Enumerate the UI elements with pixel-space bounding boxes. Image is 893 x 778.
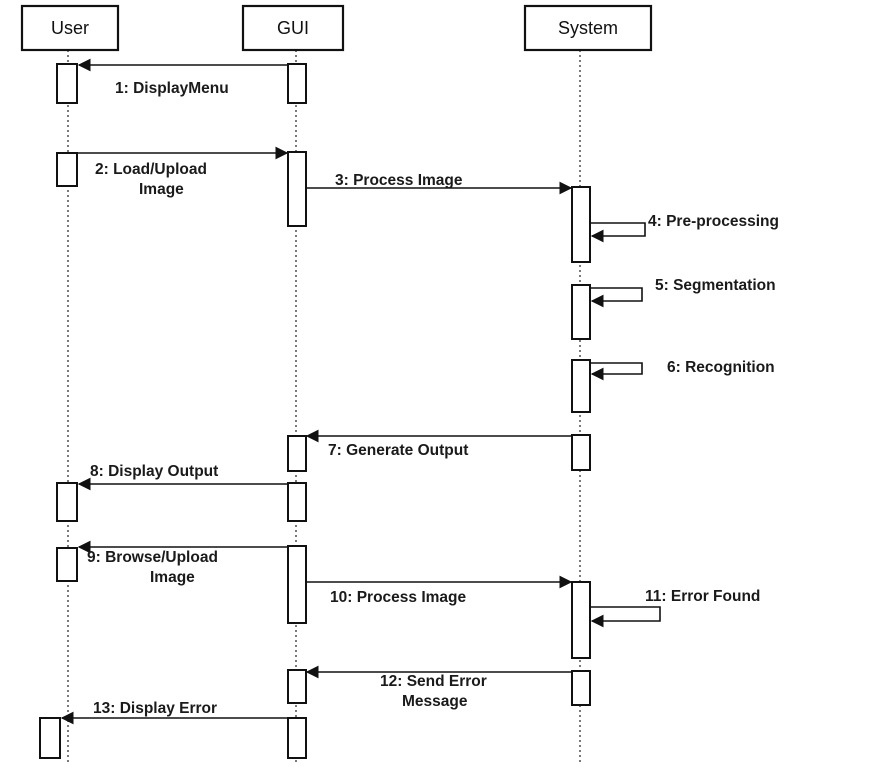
message-5: 5: Segmentation — [590, 277, 776, 308]
activation-system — [571, 284, 591, 340]
activation-gui — [287, 545, 307, 624]
message-1: 1: DisplayMenu — [77, 58, 288, 97]
activation-gui — [287, 435, 307, 472]
message-9: 9: Browse/Upload Image — [77, 540, 288, 586]
activation-gui — [287, 717, 307, 759]
activation-system — [571, 186, 591, 263]
message-11-label: 11: Error Found — [645, 588, 760, 605]
message-10: 10: Process Image — [306, 575, 573, 606]
actor-system: System — [523, 4, 653, 52]
message-9-label: 9: Browse/Upload Image — [87, 549, 222, 586]
message-3: 3: Process Image — [306, 172, 573, 195]
message-1-label: 1: DisplayMenu — [115, 80, 229, 97]
activation-user — [56, 482, 78, 522]
activation-gui — [287, 482, 307, 522]
message-6-label: 6: Recognition — [667, 359, 775, 376]
actor-user: User — [20, 4, 120, 52]
activation-system — [571, 359, 591, 413]
message-2-label: 2: Load/Upload Image — [95, 161, 211, 198]
message-13: 13: Display Error — [60, 700, 288, 725]
activation-system — [571, 581, 591, 659]
message-13-label: 13: Display Error — [93, 700, 217, 717]
message-6: 6: Recognition — [590, 359, 775, 381]
activation-user — [56, 152, 78, 187]
activation-gui — [287, 63, 307, 104]
message-8-label: 8: Display Output — [90, 463, 218, 480]
message-7: 7: Generate Output — [305, 429, 572, 459]
activation-system — [571, 670, 591, 706]
message-8: 8: Display Output — [77, 463, 288, 491]
activation-system — [571, 434, 591, 471]
message-12-label: 12: Send Error Message — [380, 673, 491, 710]
actor-gui: GUI — [241, 4, 345, 52]
activation-user — [56, 547, 78, 582]
activation-gui — [287, 151, 307, 227]
message-4-label: 4: Pre-processing — [648, 213, 779, 230]
message-3-label: 3: Process Image — [335, 172, 463, 189]
activation-gui — [287, 669, 307, 704]
activation-user — [39, 717, 61, 759]
message-2: 2: Load/Upload Image — [77, 146, 289, 198]
message-5-label: 5: Segmentation — [655, 277, 776, 294]
actor-system-label: System — [558, 18, 618, 38]
message-10-label: 10: Process Image — [330, 589, 467, 606]
activation-user — [56, 63, 78, 104]
actor-gui-label: GUI — [277, 18, 309, 38]
message-12: 12: Send Error Message — [305, 665, 572, 710]
message-11: 11: Error Found — [590, 588, 760, 628]
actor-user-label: User — [51, 18, 89, 38]
message-4: 4: Pre-processing — [590, 213, 779, 243]
message-7-label: 7: Generate Output — [328, 442, 468, 459]
